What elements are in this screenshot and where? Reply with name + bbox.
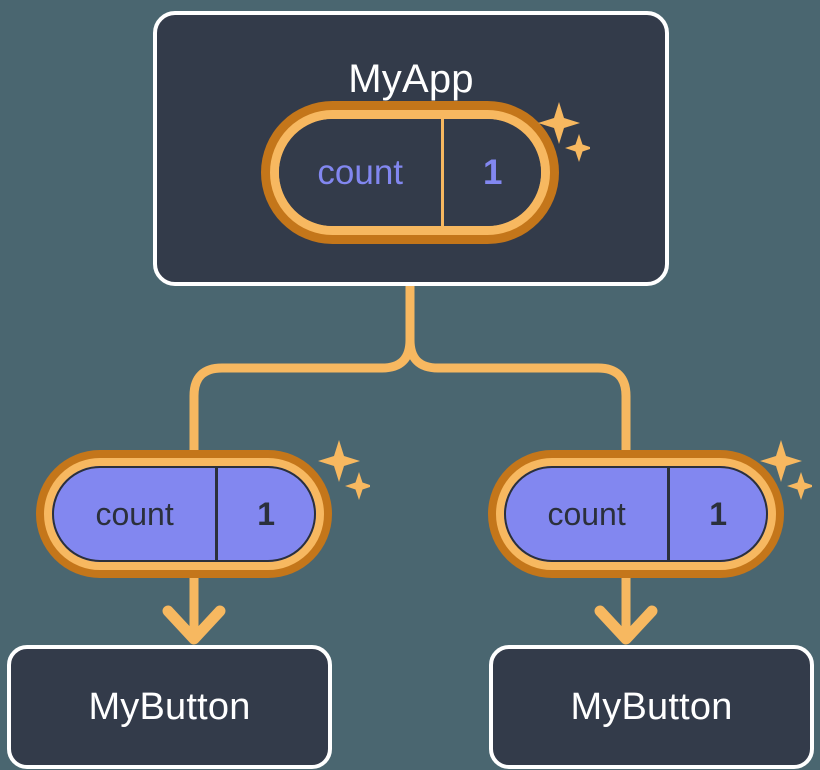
state-key: count — [95, 495, 174, 532]
component-card-mybutton-right[interactable]: MyButton — [489, 645, 814, 769]
state-pill-body: count 1 — [504, 466, 768, 562]
component-card-mybutton-left[interactable]: MyButton — [7, 645, 332, 769]
state-value: 1 — [441, 119, 541, 226]
state-pill-ring: count 1 — [44, 458, 324, 570]
state-pill-root[interactable]: count 1 — [270, 110, 550, 235]
state-value: 1 — [215, 468, 314, 560]
state-key: count — [317, 152, 404, 192]
state-pill-ring: count 1 — [270, 110, 550, 235]
state-key: count — [547, 495, 626, 532]
sparkle-icon — [318, 440, 370, 500]
arrow-head-right-icon — [594, 605, 658, 645]
state-pill-body: count 1 — [279, 119, 541, 226]
component-label-mybutton: MyButton — [570, 685, 733, 728]
connector-branch-left — [189, 339, 415, 470]
component-label-myapp: MyApp — [348, 57, 474, 101]
component-label-mybutton: MyButton — [88, 685, 251, 728]
state-pill-child-left[interactable]: count 1 — [44, 458, 324, 570]
state-pill-child-right[interactable]: count 1 — [496, 458, 776, 570]
arrow-head-left-icon — [162, 605, 226, 645]
state-pill-body: count 1 — [52, 466, 316, 562]
state-pill-ring: count 1 — [496, 458, 776, 570]
connector-branch-right — [405, 339, 631, 470]
state-value: 1 — [667, 468, 766, 560]
